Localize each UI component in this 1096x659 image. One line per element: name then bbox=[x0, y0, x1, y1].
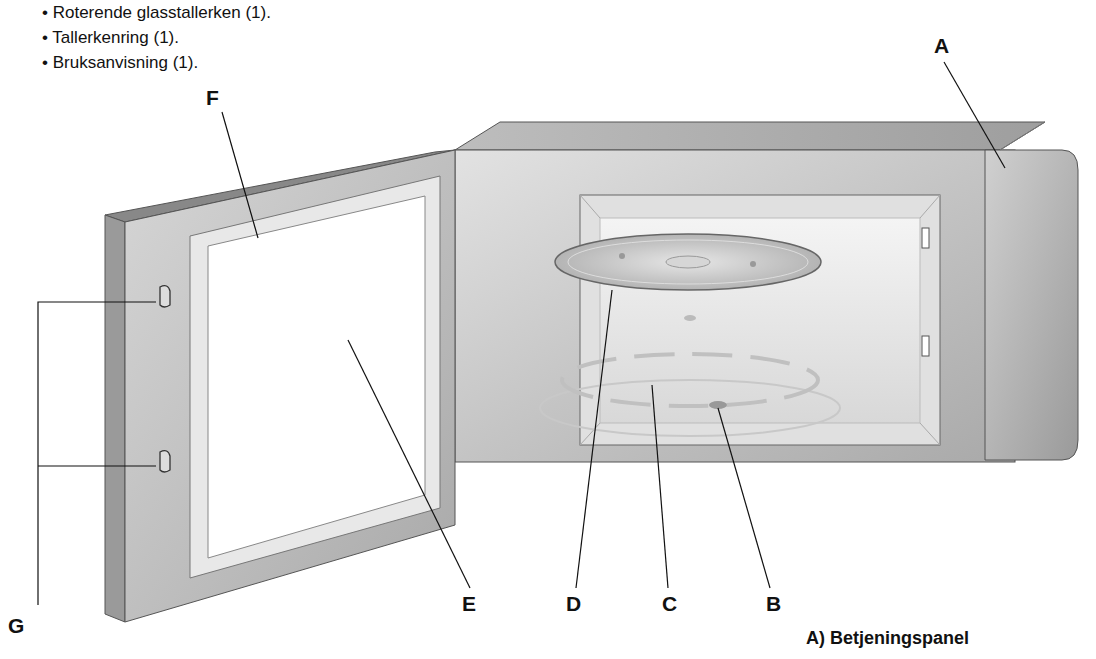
accessory-note: • Bruksanvisning (1). bbox=[42, 53, 198, 73]
accessory-note: • Tallerkenring (1). bbox=[42, 28, 179, 48]
part-letter: E bbox=[462, 592, 476, 616]
part-letter: G bbox=[8, 614, 24, 638]
part-caption: A) Betjeningspanel bbox=[806, 628, 969, 649]
part-letter: B bbox=[766, 592, 781, 616]
part-letter: D bbox=[566, 592, 581, 616]
part-letter: F bbox=[206, 86, 219, 110]
part-letter: A bbox=[934, 34, 949, 58]
part-letter: C bbox=[662, 592, 677, 616]
accessory-note: • Roterende glasstallerken (1). bbox=[42, 3, 271, 23]
